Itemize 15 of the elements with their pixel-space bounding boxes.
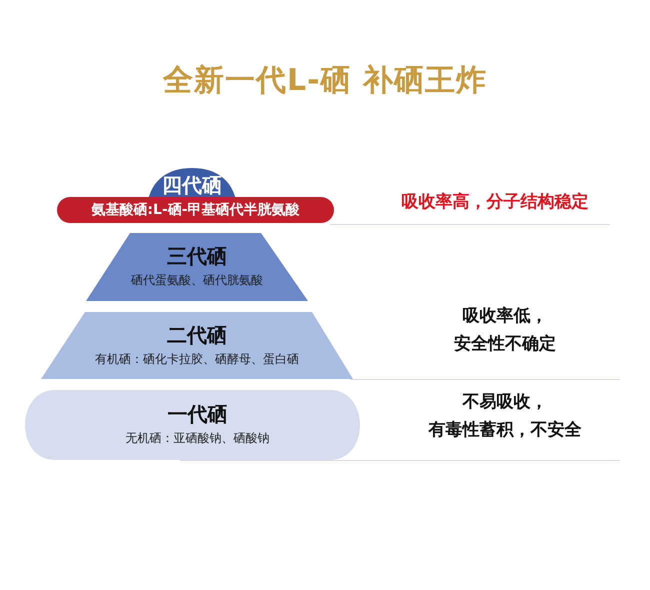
tier-pill: [57, 197, 334, 223]
tier-heading: 氨基酸硒:L-硒-甲基硒代半胱氨酸: [91, 202, 300, 218]
tier-heading: 二代硒: [167, 324, 227, 346]
title: 全新一代L-硒 补硒王炸: [162, 62, 488, 100]
tier-description: 吸收率高，分子结构稳定: [400, 191, 590, 214]
tier-trapezoid: [41, 312, 353, 379]
tier-examples: 无机硒：亚硒酸钠、硒酸钠: [126, 430, 270, 447]
tier-heading: 四代硒: [162, 174, 222, 197]
tier-trapezoid: [86, 233, 308, 301]
tier-examples: 硒代蛋氨酸、硒代胱氨酸: [131, 272, 263, 289]
tier-description: 吸收率低，安全性不确定: [453, 305, 557, 356]
tier-heading: 三代硒: [167, 245, 227, 268]
tier-examples: 有机硒：硒化卡拉胶、硒酵母、蛋白硒: [95, 350, 299, 368]
tier-description: 不易吸收，有毒性蓄积，不安全: [427, 391, 582, 442]
tier-heading: 一代硒: [168, 403, 228, 426]
